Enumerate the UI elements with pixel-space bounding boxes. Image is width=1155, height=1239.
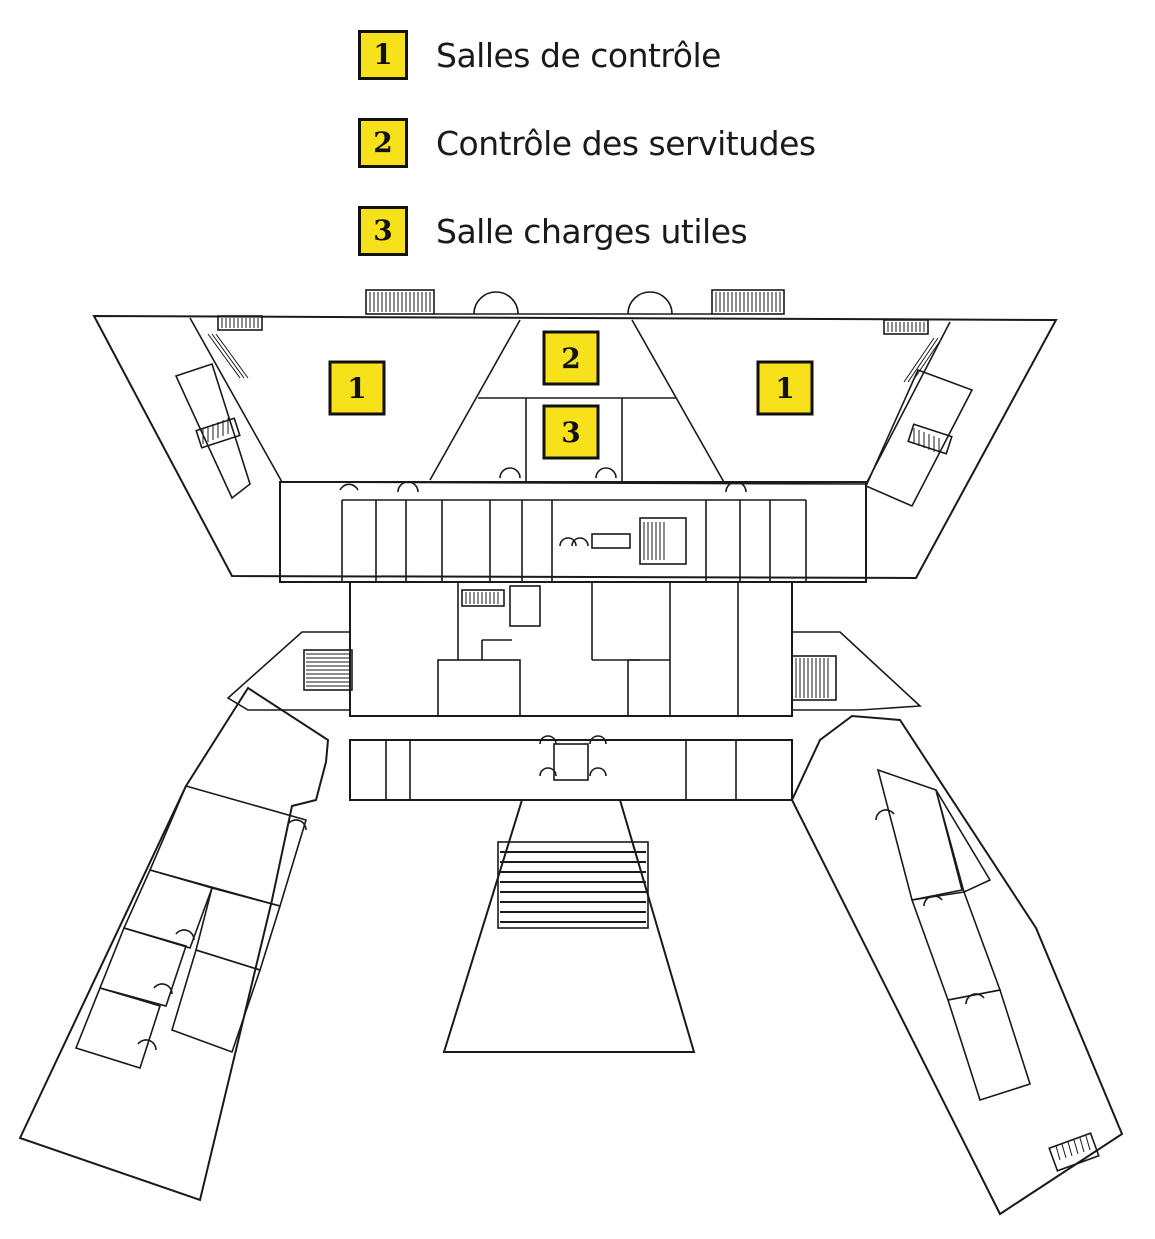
legend-number-badge: 2 <box>358 118 408 168</box>
left-wing-room-d <box>195 887 282 972</box>
left-wing <box>18 686 330 1202</box>
legend-item-1: 1 Salles de contrôle <box>358 30 878 86</box>
central-core <box>349 581 793 717</box>
right-wing-outline <box>790 714 1124 1216</box>
legend-item-3: 3 Salle charges utiles <box>358 206 878 262</box>
room-label-payload: 3 <box>542 404 600 460</box>
room-label-number: 1 <box>347 372 366 405</box>
left-wing-stair <box>303 649 353 691</box>
right-wing-room-a <box>876 768 963 901</box>
lower-band-outline <box>349 739 793 801</box>
left-wing-room-b <box>122 869 214 949</box>
right-side-room <box>864 368 974 508</box>
lower-band <box>349 735 793 801</box>
left-wing-room-f <box>74 987 162 1070</box>
room-label-left-control: 1 <box>328 360 386 416</box>
office-band-outline <box>279 481 867 583</box>
central-stair <box>639 517 687 565</box>
right-wing-room-c <box>946 989 1032 1102</box>
left-wing-outline <box>18 686 330 1202</box>
top-stair-right <box>711 289 785 315</box>
top-wing-outline <box>92 314 1058 580</box>
apron-outline <box>442 799 696 1053</box>
room-label-number: 1 <box>775 372 794 405</box>
central-core-outline <box>349 581 793 717</box>
legend-number-badge: 1 <box>358 30 408 80</box>
right-wing-stair <box>791 655 837 701</box>
front-apron <box>442 799 696 1053</box>
main-staircase <box>497 841 649 929</box>
right-wing-stair <box>1048 1132 1100 1172</box>
right-wing <box>790 714 1124 1216</box>
left-side-room <box>174 362 251 500</box>
lift <box>553 743 589 781</box>
room-label-number: 3 <box>561 416 580 449</box>
office-band <box>279 467 867 583</box>
door-arc <box>473 291 519 315</box>
left-small-stair <box>217 315 263 331</box>
room-label-services: 2 <box>542 330 600 386</box>
partition-left <box>429 319 521 481</box>
side-stairs <box>226 631 922 711</box>
right-small-stair <box>883 319 929 335</box>
partition-right <box>631 319 726 485</box>
reception-desk <box>591 533 631 549</box>
left-wing-room-e <box>171 948 262 1054</box>
room-label-right-control: 1 <box>756 360 814 416</box>
top-stair-left <box>365 289 435 315</box>
legend-number-badge: 3 <box>358 206 408 256</box>
legend-label: Contrôle des servitudes <box>436 124 816 163</box>
legend-label: Salles de contrôle <box>436 36 721 75</box>
legend-item-2: 2 Contrôle des servitudes <box>358 118 878 174</box>
left-wing-room-c <box>98 927 188 1007</box>
left-stair-flight <box>195 417 241 449</box>
right-stair-flight <box>907 423 953 455</box>
core-stair <box>461 589 505 607</box>
right-wing-room-b <box>910 891 1002 1001</box>
door-arc <box>627 291 673 315</box>
legend-label: Salle charges utiles <box>436 212 748 251</box>
room-label-number: 2 <box>561 342 580 375</box>
